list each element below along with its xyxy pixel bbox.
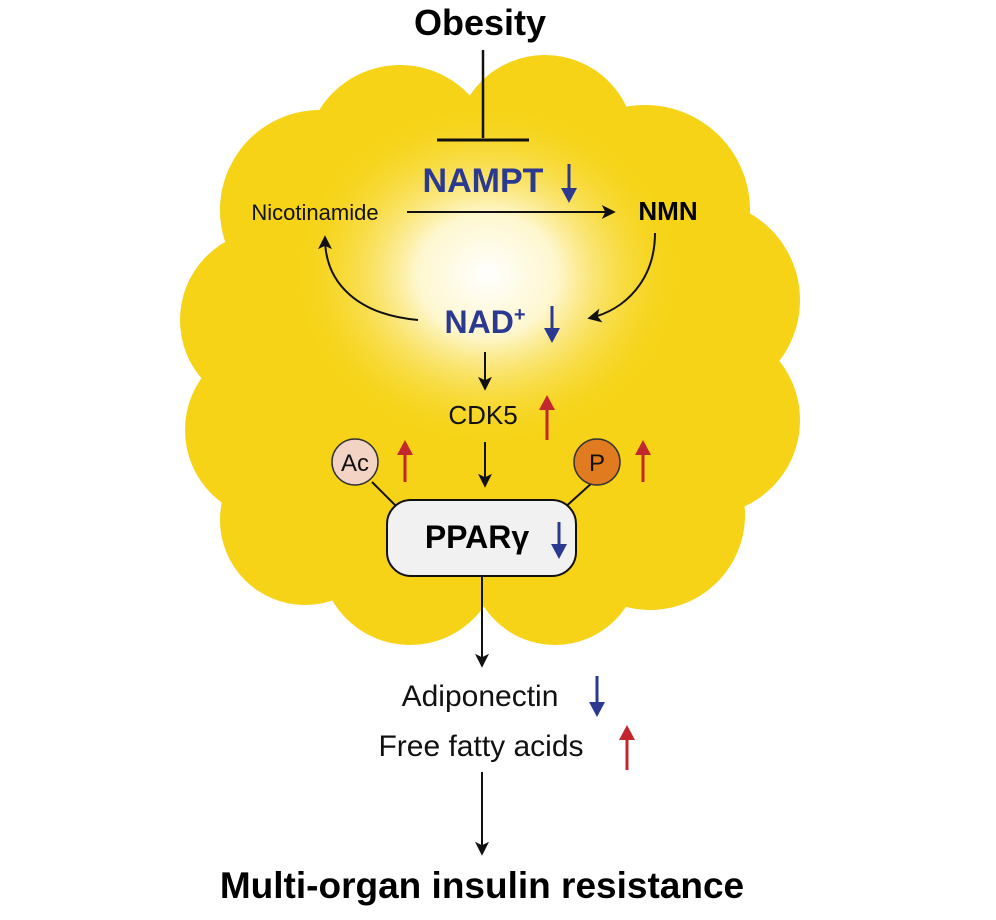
ac-label: Ac [341, 450, 369, 477]
insulin-resistance-label: Multi-organ insulin resistance [220, 865, 744, 906]
nad-to-nicotinamide-arrow [318, 235, 419, 321]
nicotinamide-label: Nicotinamide [251, 200, 378, 225]
pparg-box [386, 499, 577, 577]
nad-label: NAD+ [444, 304, 525, 340]
obesity-label: Obesity [414, 2, 546, 43]
ac-circle [331, 438, 379, 486]
p-label: P [589, 450, 605, 477]
nampt-down-arrow [561, 164, 577, 203]
ac-up-arrow [397, 440, 413, 482]
nmn-to-nad-arrow [587, 232, 656, 323]
p-circle [573, 438, 621, 486]
nad-superscript: + [514, 304, 526, 326]
pparg-label: PPARγ [425, 519, 530, 555]
ffa-label: Free fatty acids [378, 730, 583, 763]
adiponectin-label: Adiponectin [402, 680, 559, 713]
pparg-down-arrow [551, 522, 567, 559]
ffa-up-arrow [619, 725, 635, 770]
adiponectin-down-arrow [589, 676, 605, 717]
nmn-label: NMN [638, 196, 697, 226]
p-up-arrow [635, 440, 651, 482]
nampt-label: NAMPT [423, 162, 544, 200]
nad-label-text: NAD [444, 304, 513, 340]
nad-down-arrow [544, 306, 560, 343]
cloud-glow [287, 100, 687, 450]
cdk5-up-arrow [539, 395, 555, 440]
cdk5-label: CDK5 [448, 400, 517, 430]
